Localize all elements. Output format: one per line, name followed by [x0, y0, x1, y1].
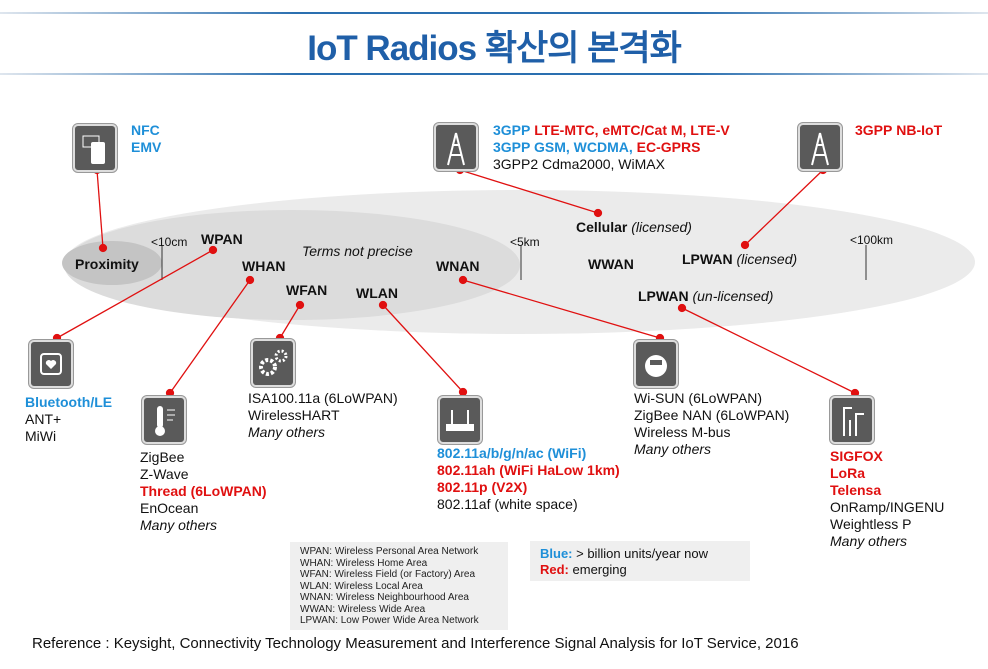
nan-list: Wi-SUN (6LoWPAN)ZigBee NAN (6LoWPAN)Wire…: [634, 390, 790, 457]
lpwan-licensed-label: LPWAN (licensed): [682, 251, 798, 267]
thermometer-icon: [142, 396, 186, 444]
range-label: <5km: [510, 235, 540, 249]
cell-tower-icon: [434, 123, 478, 171]
wpan-ellipse: [64, 210, 520, 320]
wifi-list: 802.11a/b/g/n/ac (WiFi)802.11ah (WiFi Ha…: [437, 445, 620, 512]
page-title: IoT Radios 확산의 본격화: [307, 29, 682, 68]
nbiot-list: 3GPP NB-IoT: [855, 122, 943, 138]
color-legend: Blue: > billion units/year now Red: emer…: [530, 541, 750, 581]
wifi-router-icon: [438, 396, 482, 444]
wpan-label: WPAN: [201, 231, 243, 247]
reference: Reference : Keysight, Connectivity Techn…: [32, 635, 799, 652]
cellular-list: 3GPP LTE-MTC, eMTC/Cat M, LTE-V 3GPP GSM…: [493, 122, 730, 172]
wnan-label: WNAN: [436, 258, 480, 274]
terms-note: Terms not precise: [302, 243, 413, 259]
streetlight-icon: [830, 396, 874, 444]
proximity-ellipse: [62, 241, 162, 285]
divider: [0, 73, 988, 75]
gears-icon: [251, 339, 295, 387]
wlan-label: WLAN: [356, 285, 398, 301]
nfc-card-icon: [73, 124, 117, 172]
proximity-label: Proximity: [75, 256, 139, 272]
range-label: <10cm: [151, 235, 188, 249]
cell-tower-icon: [798, 123, 842, 171]
whan-label: WHAN: [242, 258, 286, 274]
smart-meter-icon: [634, 340, 678, 388]
range-label: <100km: [850, 233, 894, 247]
divider: [0, 12, 988, 14]
cellular-label: Cellular (licensed): [576, 219, 692, 235]
smartwatch-icon: [29, 340, 73, 388]
wwan-label: WWAN: [588, 256, 634, 272]
wfan-label: WFAN: [286, 282, 328, 298]
lpwan-unlicensed-label: LPWAN (un-licensed): [638, 288, 774, 304]
